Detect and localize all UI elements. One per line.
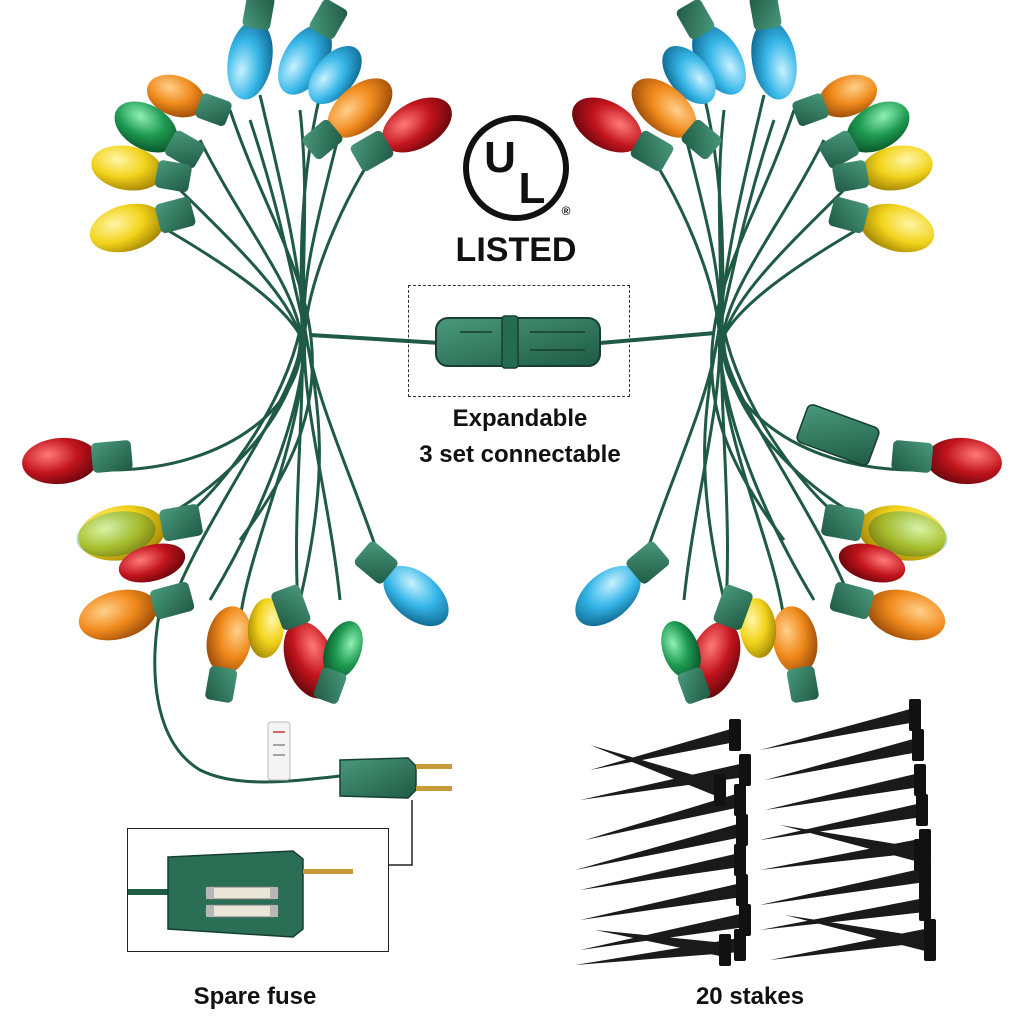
stake xyxy=(595,930,727,957)
stake xyxy=(580,763,747,800)
stake-head xyxy=(914,839,926,871)
stake xyxy=(760,803,924,840)
stake-head xyxy=(719,934,731,966)
stake-head xyxy=(914,764,926,796)
ul-letter-u: U xyxy=(484,133,516,182)
expandable-label: Expandable xyxy=(452,405,588,432)
stake xyxy=(765,738,920,780)
ul-listed-badge: U L ® LISTED xyxy=(456,115,577,269)
stake-head xyxy=(734,844,746,876)
connector-cord xyxy=(309,315,716,369)
stakes-caption: 20 stakes xyxy=(695,983,805,1010)
stake-head xyxy=(739,904,751,936)
stake-head xyxy=(909,699,921,731)
stake-head xyxy=(736,874,748,906)
stake xyxy=(585,793,742,840)
ul-listed-text: LISTED xyxy=(456,231,577,269)
right-bulb-cluster xyxy=(572,0,1002,704)
stake xyxy=(785,915,932,952)
end-socket xyxy=(796,404,880,466)
stake-head xyxy=(912,729,924,761)
male-plug xyxy=(267,721,452,866)
stake xyxy=(780,825,922,862)
stake xyxy=(590,728,737,770)
spare-fuse-caption: Spare fuse xyxy=(193,983,317,1010)
fuse-inset xyxy=(127,828,389,952)
stake xyxy=(590,745,723,797)
stake xyxy=(580,913,747,950)
stake-head xyxy=(734,929,746,961)
stake-head xyxy=(916,794,928,826)
left-wire-bundle xyxy=(109,94,392,784)
stake-head xyxy=(714,774,726,806)
stake xyxy=(580,883,744,920)
stake-head xyxy=(919,889,931,921)
stake xyxy=(765,773,922,810)
stake-head xyxy=(924,929,936,961)
ul-registered-mark: ® xyxy=(562,204,571,218)
ul-letter-l: L xyxy=(519,164,546,213)
stake-head xyxy=(739,754,751,786)
stake xyxy=(760,898,927,930)
connectable-label: 3 set connectable xyxy=(419,441,621,468)
stake xyxy=(580,853,742,890)
stake xyxy=(575,823,744,870)
stake xyxy=(760,868,927,905)
fuse-closeup xyxy=(128,850,353,938)
left-bulb-cluster xyxy=(22,0,452,704)
connector-highlight-box xyxy=(408,285,630,397)
ul-circle xyxy=(463,115,569,221)
stakes-pile xyxy=(575,699,936,966)
stake-head xyxy=(729,719,741,751)
stake xyxy=(760,708,917,750)
stake-head xyxy=(736,814,748,846)
stake-head xyxy=(734,784,746,816)
